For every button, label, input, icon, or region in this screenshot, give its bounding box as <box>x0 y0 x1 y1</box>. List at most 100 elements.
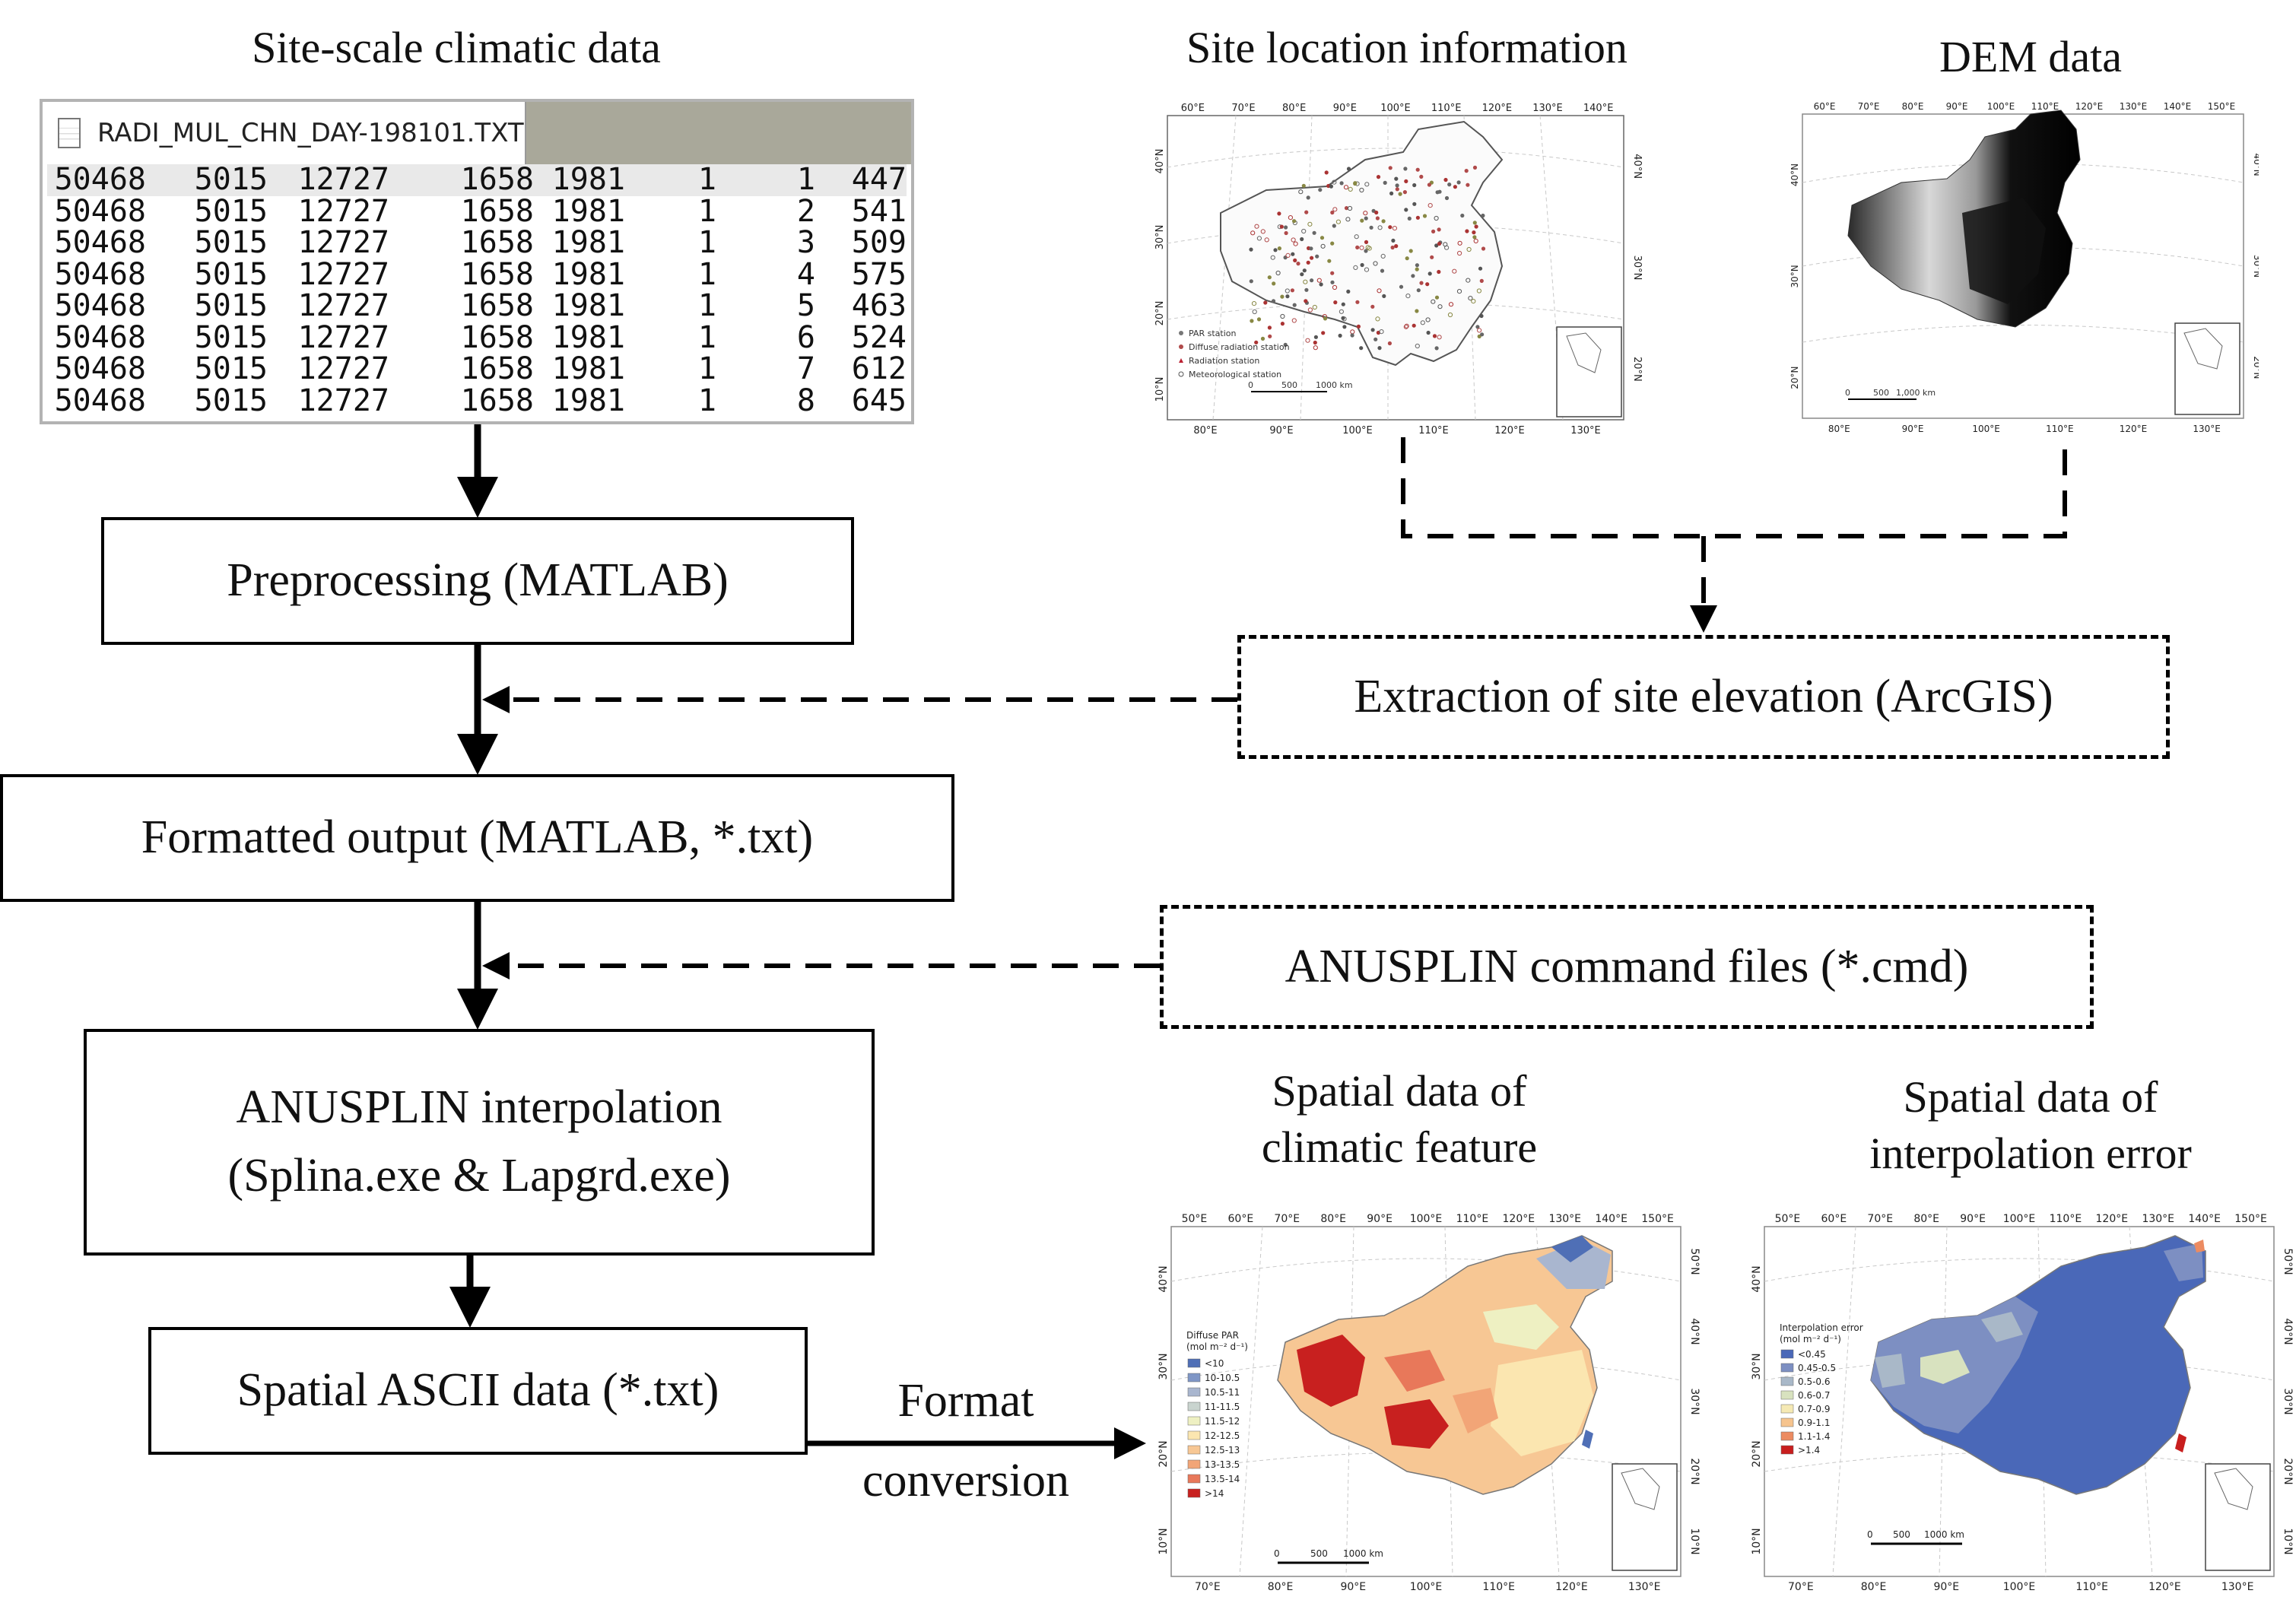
dem-top-tick: 80°E <box>1902 101 1924 112</box>
heading-site-location: Site location information <box>1186 23 1628 72</box>
station-dot <box>1277 211 1281 216</box>
station-dot <box>1344 206 1349 211</box>
data-file-cell: 447 <box>851 162 907 197</box>
file-tab[interactable]: RADI_MUL_CHN_DAY-198101.TXT <box>43 102 526 164</box>
error-legend-swatch <box>1780 1349 1794 1359</box>
data-file-cell: 1 <box>697 351 716 386</box>
station-dot <box>1375 216 1380 221</box>
format-conversion-line1: Format <box>897 1375 1034 1427</box>
station-dot <box>1399 284 1404 289</box>
station-dot <box>1292 303 1297 307</box>
station-dot <box>1367 246 1372 251</box>
climatic-legend-label: 11-11.5 <box>1205 1402 1240 1412</box>
data-file-cell: 5 <box>796 288 815 323</box>
dashed-connector-maps <box>1401 437 2067 538</box>
station-dot <box>1271 299 1276 303</box>
data-file-cell: 541 <box>851 193 907 229</box>
climatic-legend-swatch <box>1187 1445 1201 1455</box>
station-dot <box>1479 313 1484 319</box>
error-legend-swatch <box>1780 1404 1794 1414</box>
data-file-cell: 50468 <box>54 383 146 418</box>
station-dot <box>1412 202 1417 206</box>
station-dot <box>1443 242 1448 247</box>
error-bottom-tick: 90°E <box>1933 1581 1959 1593</box>
site-scale-1: 500 <box>1281 380 1297 390</box>
station-dot <box>1264 237 1269 243</box>
error-scale-2: 1000 km <box>1924 1529 1964 1540</box>
dem-top-tick: 100°E <box>1987 101 2015 112</box>
station-dot <box>1434 215 1439 221</box>
data-file-cell: 50468 <box>54 162 146 197</box>
station-dot <box>1284 225 1288 230</box>
station-dot <box>1355 300 1360 304</box>
climatic-top-tick: 120°E <box>1503 1213 1535 1225</box>
error-top-tick: 50°E <box>1775 1213 1801 1225</box>
station-dot <box>1466 183 1470 187</box>
station-dot <box>1330 241 1335 246</box>
data-file-cell: 5015 <box>194 162 268 197</box>
station-dot <box>1290 288 1294 293</box>
station-dot <box>1254 224 1259 229</box>
heading-spatial-climatic-line2: climatic feature <box>1261 1122 1538 1173</box>
error-legend-swatch <box>1780 1445 1794 1455</box>
station-dot <box>1251 301 1257 306</box>
error-legend-label: 0.9-1.1 <box>1798 1417 1831 1428</box>
error-bottom-tick: 100°E <box>2003 1581 2036 1593</box>
data-file-cell: 1981 <box>551 351 625 386</box>
site_location-top-tick: 80°E <box>1282 103 1306 114</box>
station-dot <box>1456 180 1461 185</box>
station-dot <box>1288 215 1293 221</box>
climatic-top-tick: 150°E <box>1641 1213 1674 1225</box>
data-file-cell: 1658 <box>460 383 534 418</box>
station-dot <box>1437 304 1443 310</box>
station-dot <box>1319 282 1323 287</box>
station-dot <box>1422 214 1427 218</box>
station-dot <box>1260 336 1265 341</box>
station-dot <box>1268 334 1272 338</box>
climatic-bottom-tick: 130°E <box>1628 1581 1661 1593</box>
anusplin-cmd-box: ANUSPLIN command files (*.cmd) <box>1160 905 2094 1029</box>
station-dot <box>1329 184 1333 189</box>
station-dot <box>1359 187 1364 193</box>
station-dot <box>1332 179 1337 185</box>
station-dot <box>1312 304 1317 310</box>
station-dot <box>1283 256 1288 260</box>
climatic-left-tick: 10°N <box>1158 1528 1170 1554</box>
station-dot <box>1307 221 1313 227</box>
error-legend-swatch <box>1780 1390 1794 1400</box>
error-bottom-tick: 80°E <box>1861 1581 1887 1593</box>
error-scale-1: 500 <box>1893 1529 1910 1540</box>
station-dot <box>1382 294 1386 298</box>
error-top-tick: 150°E <box>2234 1213 2267 1225</box>
climatic-legend-label: >14 <box>1205 1488 1224 1499</box>
station-dot <box>1364 249 1368 253</box>
climatic-legend-label: 13.5-14 <box>1205 1474 1240 1484</box>
preprocessing-box: Preprocessing (MATLAB) <box>101 517 854 645</box>
data-file-cell: 575 <box>851 256 907 292</box>
station-dot <box>1249 247 1253 252</box>
data-file-cell: 7 <box>796 351 815 386</box>
data-file-cell: 1658 <box>460 351 534 386</box>
data-file-cell: 5015 <box>194 383 268 418</box>
climatic-legend-title-2: (mol m⁻² d⁻¹) <box>1186 1341 1248 1352</box>
data-file-cell: 8 <box>796 383 815 418</box>
station-dot <box>1460 213 1465 218</box>
data-file-cell: 645 <box>851 383 907 418</box>
station-dot <box>1313 335 1318 339</box>
station-dot <box>1381 219 1386 224</box>
dem-right-tick: 30°N <box>2252 255 2259 278</box>
error-legend-swatch <box>1780 1376 1794 1386</box>
station-dot <box>1263 300 1268 305</box>
station-dot <box>1323 316 1328 321</box>
climatic-right-tick: 30°N <box>1688 1388 1701 1414</box>
station-dot <box>1395 187 1399 192</box>
error-legend-swatch <box>1780 1431 1794 1441</box>
error-top-tick: 120°E <box>2096 1213 2129 1225</box>
station-dot <box>1434 346 1439 351</box>
data-file-cell: 1981 <box>551 288 625 323</box>
station-dot <box>1478 266 1483 271</box>
